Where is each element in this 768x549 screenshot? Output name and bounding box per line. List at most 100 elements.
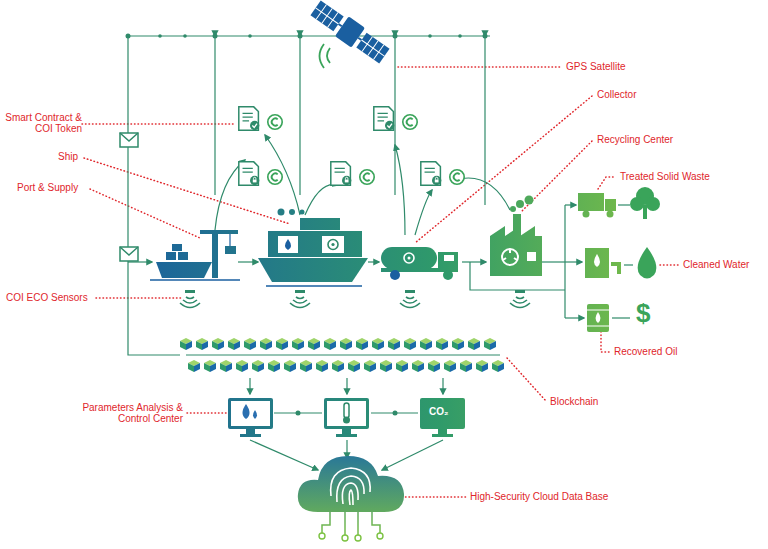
chain-block [450,363,456,372]
cloud-database-part [322,512,380,535]
flow-arrow [462,261,486,262]
recycling-center-part [527,252,536,261]
leader-lines-part [402,496,466,498]
ship-part [300,218,340,230]
contract-tokens-part [360,170,374,184]
collector-truck [381,247,458,280]
chain-block [300,363,306,372]
monitors-part [253,410,257,419]
co2-text: CO₂ [429,406,448,418]
cloud-database-part [298,456,404,512]
port-supply-part [225,246,236,254]
solid-waste-truck-part [607,211,614,218]
bus-dots-part [428,34,432,38]
chain-block [370,363,376,372]
chain-block [380,363,386,372]
chain-block [226,363,232,372]
chain-block [490,341,496,350]
contract-tokens-part [331,162,352,185]
oil-barrel-part [587,310,609,326]
arrow-line [618,204,630,205]
chain-block [194,363,200,372]
tree [630,187,660,219]
output-wires-part [565,261,582,262]
ship-part [322,236,344,253]
chain-block [212,341,218,350]
ship-part [278,209,285,216]
cloud-database-part-part [372,512,380,533]
signal-wires-part [128,35,490,36]
ship-part [328,240,338,250]
chain-block [468,341,474,350]
wire-dots-part [296,411,301,416]
monitors-part [228,398,273,429]
chain-block [332,363,338,372]
chain-block [218,341,224,350]
chain-block [404,341,410,350]
tree-part [630,197,644,211]
bus-dots-part [158,34,162,38]
chain-block [492,363,498,372]
chain-block [372,341,378,350]
chain-block [292,341,298,350]
port-supply [150,230,240,280]
ship-part [258,258,368,282]
chain-block [474,341,480,350]
chain-block [410,341,416,350]
chain-block [322,363,328,372]
contract-tokens-part [268,115,282,129]
chain-block [316,363,322,372]
chain-block [356,341,362,350]
leader-lines-part [398,66,561,68]
leader-lines-part [598,177,616,189]
chain-block [242,363,248,372]
contract-tokens-part [374,107,395,130]
chain-block [258,363,264,372]
chain-block [290,363,296,372]
recycling-center-part [510,206,516,212]
recycling-center-part [503,249,517,260]
monitors-part [342,429,351,434]
chain-block [436,341,442,350]
collector-truck-part [404,253,414,263]
gps-satellite-part [335,16,365,47]
chain-block [228,341,234,350]
flow-arrow [368,261,379,262]
chain-block [284,363,290,372]
chain-block [186,341,192,350]
port-supply-part [212,232,218,278]
chain-block [250,341,256,350]
chain-block [434,363,440,372]
collector-truck-part [390,270,400,280]
output-wires-part [565,204,576,205]
eco-sensors-part [180,290,200,308]
chain-block [202,341,208,350]
contract-tokens-part [421,162,442,185]
eco-sensors-part [290,290,310,308]
cloud-database-part-part [344,512,346,535]
bus-dots-part [298,34,303,39]
collector-truck-part [408,257,411,260]
recycling-center-part [525,196,534,205]
chain-block [188,363,194,372]
output-wires-part [542,261,565,262]
control-wires-part [250,440,318,470]
recycling-center-part [490,226,542,276]
chain-block [236,363,242,372]
collector-truck-part [443,270,453,280]
signal-wires-part [394,36,395,195]
bus-dots-part [248,34,252,38]
dollar-sign: $ [636,299,650,327]
arrow-line [624,264,633,265]
port-supply-part [172,244,182,251]
collector-truck-part [444,255,454,261]
cloud-database-part-part [322,512,330,533]
chain-block [308,341,314,350]
cloud-database-part-part [377,533,383,539]
cloud-label: High-Security Cloud Data Base [470,491,608,502]
monitors-part [246,429,255,434]
oil-label: Recovered Oil [614,346,677,357]
chain-block [196,341,202,350]
